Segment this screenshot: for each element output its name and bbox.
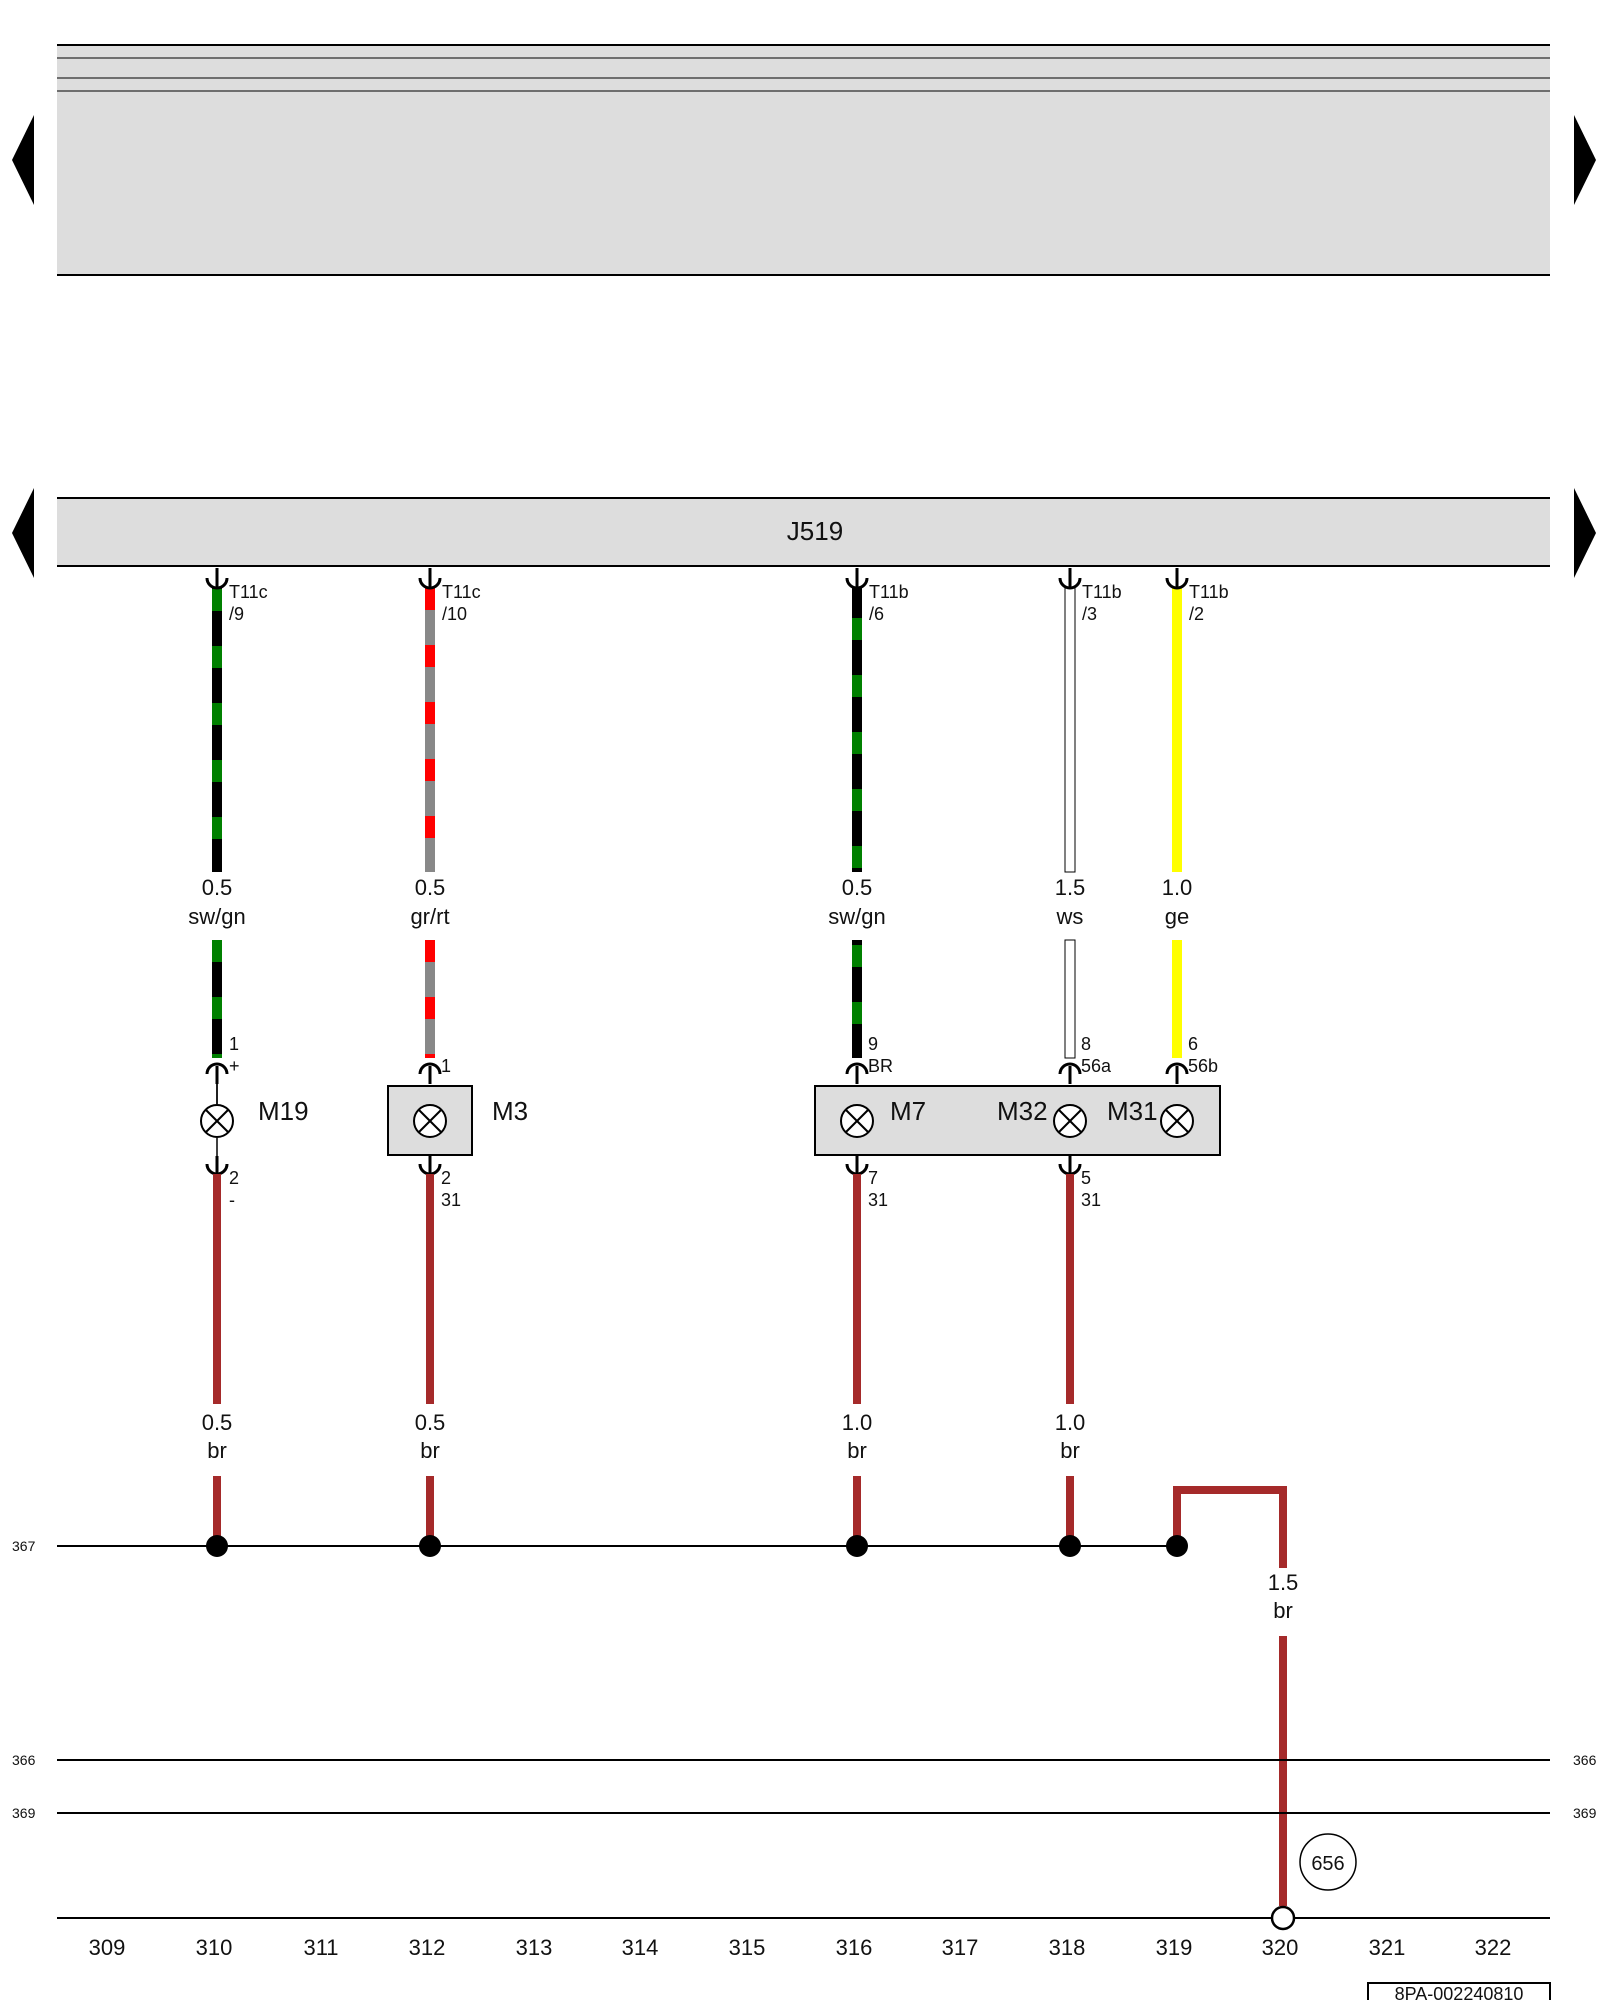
column-number: 322	[1475, 1935, 1512, 1960]
bulb-icon	[840, 1104, 874, 1138]
component-m3: M3	[492, 1096, 528, 1126]
connector-pin: /9	[229, 604, 244, 624]
column-number: 315	[729, 1935, 766, 1960]
component-m31: M31	[1107, 1096, 1158, 1126]
connector-label: T11c	[229, 582, 268, 602]
connector-label: T11b	[1189, 582, 1229, 602]
nav-left-arrow-icon[interactable]	[12, 488, 34, 578]
pin-number: 5	[1081, 1168, 1091, 1188]
pin-terminal: 56a	[1081, 1056, 1112, 1076]
wire-size-label: 1.5	[1055, 875, 1086, 900]
connector-pin: /2	[1189, 604, 1204, 624]
column-number: 310	[196, 1935, 233, 1960]
wire-size-label: 1.0	[842, 1410, 873, 1435]
column-number: 311	[303, 1935, 338, 1960]
control-unit-panel	[57, 497, 1550, 567]
ground-ref-label: 656	[1311, 1853, 1344, 1875]
pin-number: 9	[868, 1034, 878, 1054]
pin-terminal: +	[229, 1056, 240, 1076]
connector-pin: /10	[442, 604, 467, 624]
wire-color-label: br	[207, 1438, 227, 1463]
bus-ref-366: 366	[1573, 1752, 1597, 1768]
connector-icon	[205, 1156, 1082, 1176]
nav-left-arrow-icon[interactable]	[12, 115, 34, 205]
column-number: 318	[1049, 1935, 1086, 1960]
ground-ref-circle	[1299, 1833, 1357, 1891]
wire-color-label: ge	[1165, 904, 1189, 929]
bulb-icon	[1160, 1104, 1194, 1138]
wire-size-label: 0.5	[415, 1410, 446, 1435]
doc-code-box	[1367, 1982, 1551, 2000]
wire-size-label: 1.5	[1268, 1570, 1299, 1595]
column-number: 309	[89, 1935, 126, 1960]
pin-terminal: -	[229, 1190, 235, 1210]
pin-number: 6	[1188, 1034, 1198, 1054]
wire-ws-318	[1064, 587, 1076, 1059]
column-number: 314	[622, 1935, 659, 1960]
column-number: 321	[1369, 1935, 1406, 1960]
junction-dots	[206, 1535, 1188, 1557]
connector-icon	[205, 1062, 1189, 1084]
connector-pin: /6	[869, 604, 884, 624]
wire-color-label: gr/rt	[410, 904, 449, 929]
wire-size-label: 0.5	[202, 875, 233, 900]
wire-size-label: 1.0	[1055, 1410, 1086, 1435]
column-number: 319	[1156, 1935, 1193, 1960]
pin-terminal: 31	[1081, 1190, 1101, 1210]
wire-color-label: br	[1273, 1598, 1293, 1623]
nav-right-arrow-icon[interactable]	[1574, 115, 1596, 205]
component-m32: M32	[997, 1096, 1048, 1126]
connector-pin: /3	[1082, 604, 1097, 624]
ground-wires	[213, 1174, 1287, 1906]
control-unit-label: J519	[787, 516, 843, 546]
pin-terminal: BR	[868, 1056, 893, 1076]
wire-color-label: br	[847, 1438, 867, 1463]
pin-terminal: 31	[868, 1190, 888, 1210]
m7-m32-m31-housing	[814, 1085, 1221, 1156]
pin-terminal: 31	[441, 1190, 461, 1210]
connector-label: T11b	[1082, 582, 1122, 602]
pin-number: 2	[229, 1168, 239, 1188]
wire-size-label: 0.5	[842, 875, 873, 900]
pin-number: 1	[441, 1056, 451, 1076]
pin-number: 2	[441, 1168, 451, 1188]
column-number: 316	[836, 1935, 873, 1960]
column-number: 313	[516, 1935, 553, 1960]
bulb-icon	[200, 1104, 234, 1138]
bus-ref-369: 369	[12, 1805, 36, 1821]
wire-size-label: 1.0	[1162, 875, 1193, 900]
wire-color-label: sw/gn	[828, 904, 885, 929]
bus-ref-369: 369	[1573, 1805, 1597, 1821]
nav-right-arrow-icon[interactable]	[1574, 488, 1596, 578]
pin-number: 1	[229, 1034, 239, 1054]
column-numbers: 309 310 311 312 313 314 315 316 317 318 …	[89, 1935, 1512, 1960]
wire-size-label: 0.5	[202, 1410, 233, 1435]
bus-ref-367: 367	[12, 1538, 36, 1554]
wire-size-label: 0.5	[415, 875, 446, 900]
column-number: 312	[409, 1935, 446, 1960]
component-m7: M7	[890, 1096, 926, 1126]
top-panel	[57, 44, 1550, 276]
pin-number: 7	[868, 1168, 878, 1188]
doc-code: 8PA-002240810	[1395, 1984, 1524, 2000]
wire-color-label: br	[1060, 1438, 1080, 1463]
wire-color-label: br	[420, 1438, 440, 1463]
bulb-icon	[1053, 1104, 1087, 1138]
connector-icon	[205, 568, 1189, 590]
bulb-icon	[413, 1104, 447, 1138]
column-number: 320	[1262, 1935, 1299, 1960]
bus-ref-366: 366	[12, 1752, 36, 1768]
connector-label: T11b	[869, 582, 909, 602]
connector-label: T11c	[442, 582, 481, 602]
wire-color-label: ws	[1056, 904, 1084, 929]
ground-point-icon	[1270, 1905, 1296, 1931]
wire-color-label: sw/gn	[188, 904, 245, 929]
pin-terminal: 56b	[1188, 1056, 1218, 1076]
pin-number: 8	[1081, 1034, 1091, 1054]
component-m19: M19	[258, 1096, 309, 1126]
column-number: 317	[942, 1935, 979, 1960]
